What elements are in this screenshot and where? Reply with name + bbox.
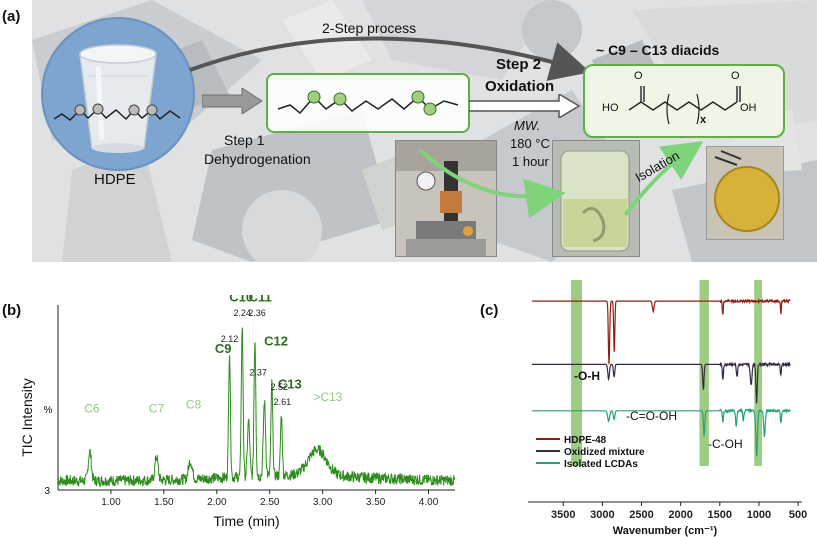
x-tick-label: 4.00: [419, 497, 439, 508]
panel-b-label: (b): [2, 302, 22, 319]
retention-time-label: 2.24: [233, 308, 251, 318]
x-tick-label: 3.50: [366, 497, 386, 508]
annotation-carboxyl: -C=O-OH: [626, 409, 677, 423]
x-tick-label: 500: [789, 509, 807, 521]
x-tick-label: 2.00: [207, 497, 227, 508]
peak-label: C7: [149, 401, 165, 415]
diacid-structure-box: [583, 64, 785, 138]
hdpe-label: HDPE: [94, 171, 136, 188]
absorption-band-highlight: [571, 280, 583, 466]
x-tick-label: 1500: [708, 509, 732, 521]
step2-arrow: [469, 94, 581, 118]
tic-trace: [57, 327, 456, 488]
step2-label-line2: Oxidation: [485, 78, 555, 95]
time-condition: 1 hour: [512, 154, 549, 169]
product-photo: [706, 146, 784, 240]
ftir-series-line: [531, 297, 791, 365]
legend-label: HDPE-48: [564, 435, 607, 446]
x-axis-title: Wavenumber (cm⁻¹): [613, 525, 718, 537]
retention-time-label: 2.36: [248, 308, 266, 318]
ftir-series-line: [531, 407, 791, 457]
panel-c-label: (c): [480, 302, 499, 319]
annotation-coh: -C-OH: [708, 437, 743, 451]
step1-label-line2: Dehydrogenation: [204, 151, 311, 167]
x-tick-label: 3.00: [313, 497, 333, 508]
structure-oxygen-right: O: [731, 70, 740, 82]
legend-label: Oxidized mixture: [564, 447, 645, 458]
panel-a-label: (a): [2, 8, 21, 25]
structure-x-subscript: x: [700, 114, 707, 126]
temperature-condition: 180 °C: [510, 136, 550, 151]
y-tick-label: 3: [44, 486, 50, 497]
ftir-series-line: [531, 361, 791, 404]
x-tick-label: 3500: [551, 509, 575, 521]
two-step-label: 2-Step process: [322, 20, 417, 36]
x-tick-label: 1.00: [101, 497, 121, 508]
x-tick-label: 3000: [590, 509, 614, 521]
x-tick-label: 2000: [668, 509, 692, 521]
retention-time-label: 2.52: [270, 382, 288, 392]
peak-label: C13: [278, 376, 302, 391]
step2-label-line1: Step 2: [496, 56, 542, 73]
structure-ho: HO: [602, 102, 619, 114]
peak-label: C11: [249, 295, 272, 304]
x-tick-label: 2.50: [260, 497, 280, 508]
legend-label: Isolated LCDAs: [564, 459, 638, 470]
y-axis-title: TIC Intensity: [19, 378, 35, 457]
x-axis-title: Time (min): [213, 513, 279, 529]
peak-label: C9: [215, 341, 232, 356]
structure-oh: OH: [740, 102, 757, 114]
flask-photo: [552, 140, 640, 257]
y-percent-label: %: [44, 405, 53, 416]
isolation-arrows: [418, 141, 704, 219]
x-tick-label: 2500: [629, 509, 653, 521]
structure-oxygen-left: O: [634, 70, 643, 82]
retention-time-label: 2.37: [249, 367, 267, 377]
x-tick-label: 1.50: [154, 497, 174, 508]
retention-time-label: 2.12: [221, 334, 239, 344]
step1-label-line1: Step 1: [224, 132, 265, 148]
peak-label: C8: [186, 398, 202, 412]
mw-condition: MW.: [514, 118, 541, 133]
peak-label: C6: [84, 401, 100, 415]
peak-label: >C13: [313, 390, 342, 404]
peak-label: C10: [229, 295, 253, 304]
annotation-oh: -O-H: [574, 369, 600, 383]
x-tick-label: 1000: [747, 509, 771, 521]
step1-arrow: [202, 88, 263, 114]
hdpe-cup-image: [40, 16, 196, 172]
reactor-photo: [395, 140, 497, 257]
peak-label: C12: [264, 334, 288, 349]
product-title: ~ C9 – C13 diacids: [596, 42, 720, 58]
retention-time-label: 2.61: [274, 397, 292, 407]
dehydrogenated-polymer-box: [266, 73, 470, 133]
two-step-arrow: [189, 36, 591, 81]
